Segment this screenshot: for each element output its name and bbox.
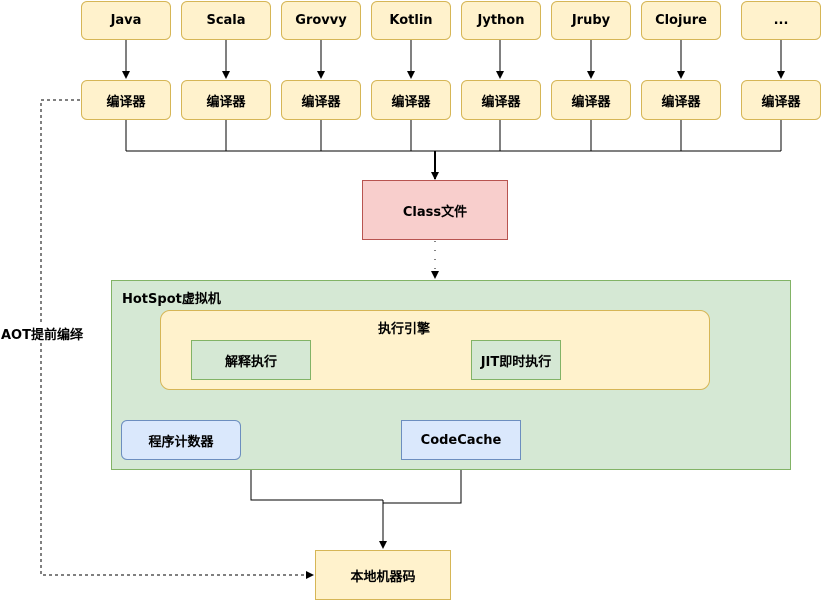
compiler-bus <box>125 120 782 152</box>
jit-box: JIT即时执行 <box>471 340 561 380</box>
aot-label: AOT提前编绎 <box>1 324 83 343</box>
language-java: Java <box>81 1 171 40</box>
compiler-scala: 编译器 <box>181 80 271 120</box>
codecache-box: CodeCache <box>401 420 521 460</box>
language-grovvy: Grovvy <box>281 1 361 40</box>
class-file-box: Class文件 <box>362 180 508 240</box>
language-jruby: Jruby <box>551 1 631 40</box>
execution-engine-title: 执行引擎 <box>378 322 431 337</box>
language-more: ... <box>741 1 821 40</box>
language-scala: Scala <box>181 1 271 40</box>
compiler-grovvy: 编译器 <box>281 80 361 120</box>
program-counter-box: 程序计数器 <box>121 420 241 460</box>
interpreter-box: 解释执行 <box>191 340 311 380</box>
compiler-java: 编译器 <box>81 80 171 120</box>
compiler-kotlin: 编译器 <box>371 80 451 120</box>
compiler-more: 编译器 <box>741 80 821 120</box>
compiler-jruby: 编译器 <box>551 80 631 120</box>
compiler-jython: 编译器 <box>461 80 541 120</box>
native-code-box: 本地机器码 <box>315 550 451 600</box>
compiler-clojure: 编译器 <box>641 80 721 120</box>
language-to-compiler-arrows <box>122 40 785 79</box>
hotspot-vm-title: HotSpot虚拟机 <box>122 292 221 307</box>
language-kotlin: Kotlin <box>371 1 451 40</box>
language-clojure: Clojure <box>641 1 721 40</box>
language-jython: Jython <box>461 1 541 40</box>
